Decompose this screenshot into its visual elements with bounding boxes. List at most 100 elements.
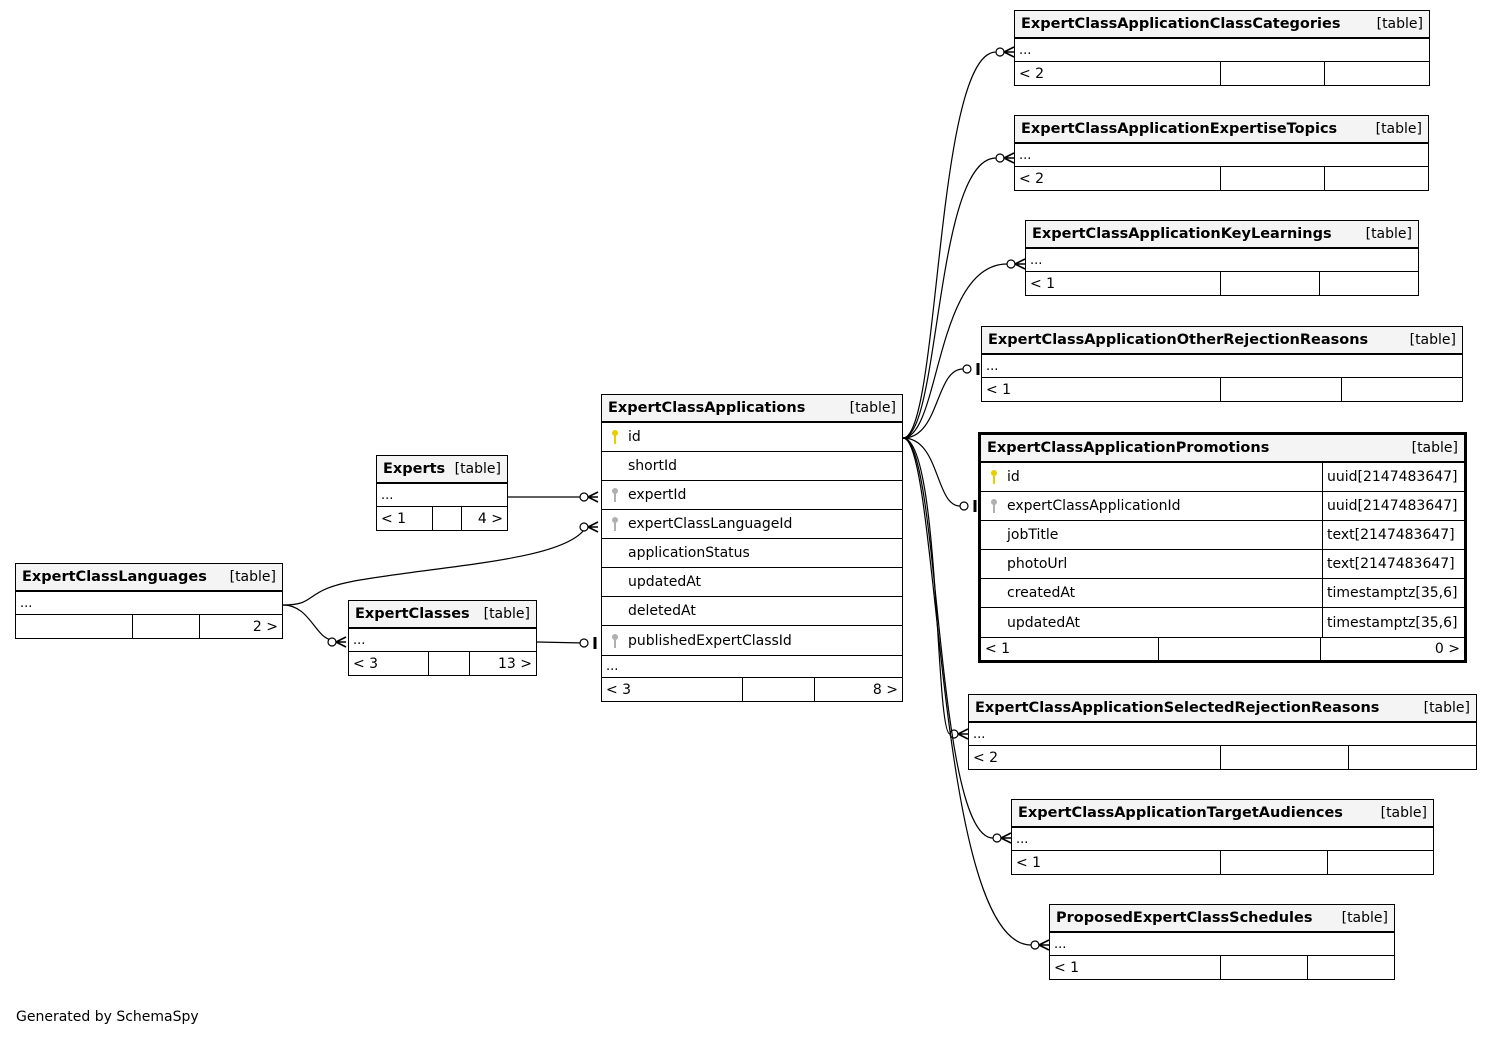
table-expertise-topics[interactable]: ExpertClassApplicationExpertiseTopics[ta… xyxy=(1014,115,1429,191)
column-name: id xyxy=(1007,469,1020,485)
table-footer: < 1 xyxy=(1012,851,1433,874)
column-type: text[2147483647] xyxy=(1322,521,1464,549)
table-header[interactable]: ExpertClassApplicationSelectedRejectionR… xyxy=(969,695,1476,723)
table-header[interactable]: ExpertClassApplicationPromotions [table] xyxy=(981,435,1464,463)
table-proposed-schedules[interactable]: ProposedExpertClassSchedules[table] ... … xyxy=(1049,904,1395,980)
column-row-deletedAt[interactable]: deletedAt xyxy=(602,597,902,626)
foreign-key-icon xyxy=(602,633,628,649)
footer-spacer xyxy=(133,615,200,638)
more-columns: ... xyxy=(1015,39,1429,62)
parents-count[interactable]: < 1 xyxy=(1012,851,1221,874)
table-kind: [table] xyxy=(1375,121,1422,137)
children-count[interactable] xyxy=(1342,378,1462,401)
parents-count[interactable]: < 2 xyxy=(1015,167,1221,190)
table-header[interactable]: Experts[table] xyxy=(377,456,507,484)
parents-count[interactable] xyxy=(16,615,133,638)
table-footer: < 3 8 > xyxy=(602,678,902,701)
table-header[interactable]: ExpertClassApplicationClassCategories[ta… xyxy=(1015,11,1429,39)
table-name: ExpertClassApplicationTargetAudiences xyxy=(1018,805,1343,821)
table-selected-rejection-reasons[interactable]: ExpertClassApplicationSelectedRejectionR… xyxy=(968,694,1477,770)
table-header[interactable]: ProposedExpertClassSchedules[table] xyxy=(1050,905,1394,933)
children-count[interactable]: 2 > xyxy=(252,618,278,635)
edge-selected-rejection-reasons xyxy=(902,437,969,740)
children-count[interactable] xyxy=(1328,851,1433,874)
column-name: expertClassApplicationId xyxy=(1007,498,1181,514)
table-name: ExpertClassApplicationSelectedRejectionR… xyxy=(975,700,1380,716)
column-row-expertClassLanguageId[interactable]: expertClassLanguageId xyxy=(602,510,902,539)
table-header[interactable]: ExpertClassApplicationKeyLearnings[table… xyxy=(1026,221,1418,249)
column-type: timestamptz[35,6] xyxy=(1322,608,1464,637)
footer-spacer xyxy=(1221,62,1325,85)
table-expert-class-applications[interactable]: ExpertClassApplications[table] id shortId… xyxy=(601,394,903,702)
column-row-applicationStatus[interactable]: applicationStatus xyxy=(602,539,902,568)
parents-count[interactable]: < 2 xyxy=(969,746,1221,769)
footer-spacer xyxy=(1221,746,1349,769)
table-kind: [table] xyxy=(1423,700,1470,716)
foreign-key-icon xyxy=(602,487,628,503)
parents-count[interactable]: < 1 xyxy=(982,378,1221,401)
column-row-id[interactable]: id xyxy=(602,423,902,452)
table-header[interactable]: ExpertClassLanguages[table] xyxy=(16,564,282,592)
table-header[interactable]: ExpertClassApplicationExpertiseTopics[ta… xyxy=(1015,116,1428,144)
table-header[interactable]: ExpertClassApplicationTargetAudiences[ta… xyxy=(1012,800,1433,828)
parents-count[interactable]: < 1 xyxy=(377,507,433,530)
parents-count[interactable]: < 2 xyxy=(1015,62,1221,85)
table-footer: < 2 xyxy=(1015,62,1429,85)
table-target-audiences[interactable]: ExpertClassApplicationTargetAudiences[ta… xyxy=(1011,799,1434,875)
column-name: deletedAt xyxy=(628,603,696,619)
primary-key-icon xyxy=(602,429,628,445)
more-columns: ... xyxy=(969,723,1476,746)
table-class-categories[interactable]: ExpertClassApplicationClassCategories[ta… xyxy=(1014,10,1430,86)
footer-spacer xyxy=(1221,272,1320,295)
footer-spacer xyxy=(743,678,815,701)
children-count[interactable]: 4 > xyxy=(477,510,503,527)
column-name: id xyxy=(628,429,641,445)
column-row-expertId[interactable]: expertId xyxy=(602,481,902,510)
children-count[interactable] xyxy=(1308,956,1394,979)
children-count[interactable]: 13 > xyxy=(498,655,532,672)
more-columns: ... xyxy=(982,355,1462,378)
footer-spacer xyxy=(1221,167,1325,190)
children-count[interactable]: 8 > xyxy=(872,681,898,698)
table-kind: [table] xyxy=(229,569,276,585)
table-footer: < 1 xyxy=(1050,956,1394,979)
table-header[interactable]: ExpertClassApplications[table] xyxy=(602,395,902,423)
table-name: ExpertClasses xyxy=(355,606,470,622)
children-count[interactable] xyxy=(1325,62,1429,85)
more-columns: ... xyxy=(1050,933,1394,956)
column-row-publishedExpertClassId[interactable]: publishedExpertClassId xyxy=(602,626,902,655)
table-key-learnings[interactable]: ExpertClassApplicationKeyLearnings[table… xyxy=(1025,220,1419,296)
children-count[interactable] xyxy=(1325,167,1428,190)
table-header[interactable]: ExpertClassApplicationOtherRejectionReas… xyxy=(982,327,1462,355)
table-other-rejection-reasons[interactable]: ExpertClassApplicationOtherRejectionReas… xyxy=(981,326,1463,402)
parents-count[interactable]: < 1 xyxy=(981,638,1159,660)
column-row-updatedAt[interactable]: updatedAt xyxy=(602,568,902,597)
column-name: shortId xyxy=(628,458,677,474)
table-name: ExpertClassApplicationPromotions xyxy=(987,440,1270,456)
parents-count[interactable]: < 3 xyxy=(349,652,429,675)
table-name: ExpertClassApplicationKeyLearnings xyxy=(1032,226,1332,242)
parents-count[interactable]: < 1 xyxy=(1050,956,1221,979)
table-kind: [table] xyxy=(1411,440,1458,456)
children-count[interactable]: 0 > xyxy=(1434,641,1460,657)
table-promotions[interactable]: ExpertClassApplicationPromotions[table] … xyxy=(978,432,1467,663)
table-header[interactable]: ExpertClasses[table] xyxy=(349,601,536,629)
parents-count[interactable]: < 3 xyxy=(602,678,743,701)
parents-count[interactable]: < 1 xyxy=(1026,272,1221,295)
more-columns: ... xyxy=(602,655,902,678)
children-count[interactable] xyxy=(1320,272,1418,295)
column-row-shortId[interactable]: shortId xyxy=(602,452,902,481)
more-columns: ... xyxy=(1026,249,1418,272)
children-count[interactable] xyxy=(1349,746,1476,769)
table-expert-class-languages[interactable]: ExpertClassLanguages[table] ... 2 > xyxy=(15,563,283,639)
